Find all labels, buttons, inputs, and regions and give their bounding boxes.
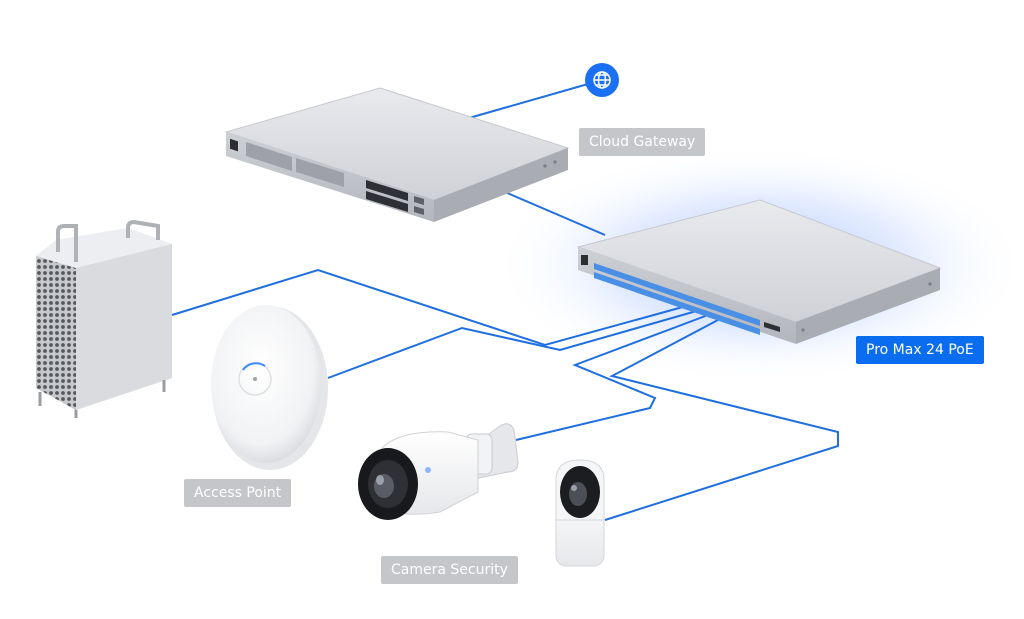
globe-icon[interactable] <box>585 63 619 97</box>
connection-lines <box>171 79 839 521</box>
switch-label: Pro Max 24 PoE <box>856 336 984 364</box>
link-camera-switch <box>515 314 709 441</box>
link-mac-switch <box>171 268 691 347</box>
switch-ports <box>594 263 760 335</box>
cloud-gateway-label: Cloud Gateway <box>579 128 706 156</box>
access-point-label: Access Point <box>184 479 292 507</box>
dome-camera-device[interactable] <box>555 459 605 567</box>
link-gateway-switch <box>504 191 606 236</box>
cloud-gateway-device[interactable] <box>224 87 570 222</box>
workstation-device[interactable] <box>36 219 172 418</box>
link-internet-gateway <box>461 79 603 121</box>
gateway-ports <box>366 180 408 212</box>
camera-security-label: Camera Security <box>381 556 518 584</box>
bullet-camera-device[interactable] <box>358 423 519 520</box>
link-dome-camera-switch <box>604 319 839 521</box>
link-ap-switch <box>327 309 701 379</box>
switch-device[interactable] <box>576 199 942 344</box>
access-point-device[interactable] <box>211 305 328 470</box>
